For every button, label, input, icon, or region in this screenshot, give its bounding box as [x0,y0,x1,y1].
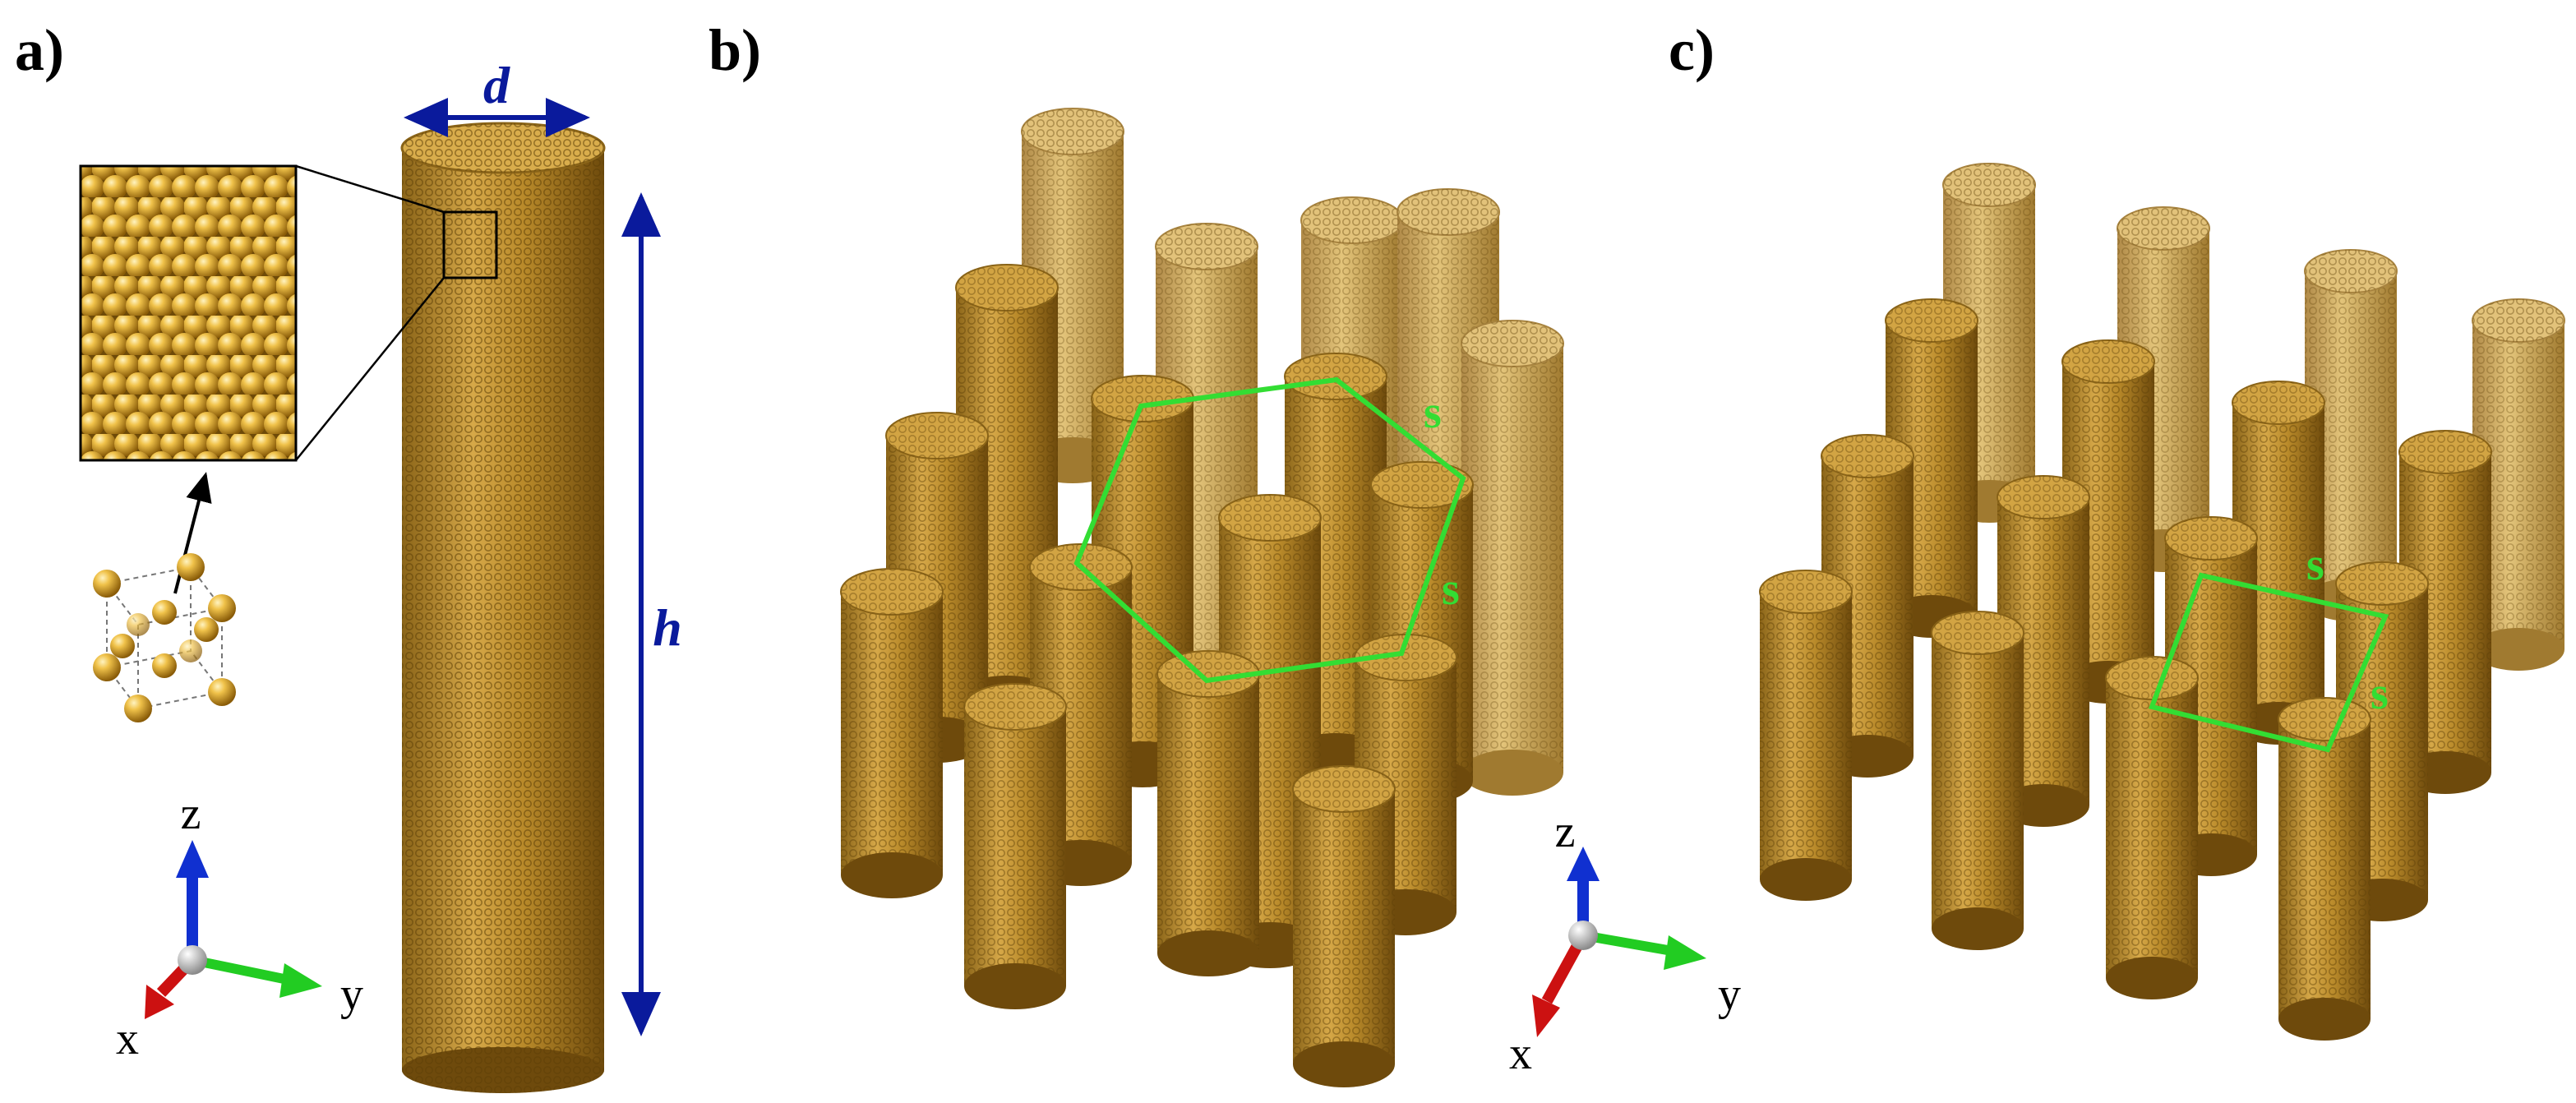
nanowire [1931,611,2024,950]
atomic-zoom-inset [79,164,298,462]
nanowire [1759,570,1853,901]
zoom-selection-box [442,210,498,279]
axis-y-label-b: y [1718,969,1741,1020]
diameter-label: d [483,56,510,114]
panel-b: b) s s z y x [709,17,1741,1087]
spacing-label-c-2: s [2371,668,2389,719]
axis-x-label: x [116,1013,139,1064]
nanowire [840,568,944,898]
nanowire-single [400,122,606,1093]
axis-z-label-b: z [1555,806,1576,857]
axis-y-label: y [340,969,363,1020]
spacing-label-c-1: s [2306,539,2324,590]
axes-triad-b: z y x [1509,806,1741,1079]
fcc-unit-cell [93,553,236,722]
hexagonal-unit-outline [1073,376,1466,684]
axes-triad-a: z y x [116,788,363,1064]
nanowire [2061,339,2155,704]
height-dimension: h [621,192,682,1036]
nanowire-array-hexagonal [840,108,1564,1087]
nanowire [1156,650,1260,976]
axis-x-label-b: x [1509,1028,1532,1079]
panel-c-label: c) [1669,17,1715,83]
diameter-dimension: d [404,56,590,137]
nanowire-array-square [1759,163,2565,1041]
axis-z-label: z [181,788,201,839]
nanowire [963,683,1067,1009]
nanowire [1461,320,1564,796]
panel-a-label: a) [15,17,64,83]
nanowire [1292,765,1396,1087]
square-unit-outline [2149,572,2389,753]
spacing-label-b-2: s [1442,564,1460,615]
panel-b-label: b) [709,17,761,83]
panel-c: c) s s [1669,17,2565,1041]
nanowire [2105,656,2199,999]
nanowire [2278,697,2371,1041]
spacing-label-b-1: s [1424,387,1442,438]
height-label: h [653,598,682,657]
panel-a: a) [15,17,682,1093]
